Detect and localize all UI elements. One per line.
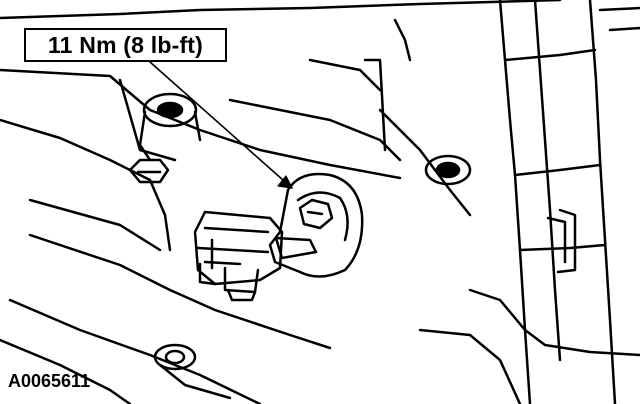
figure-reference-id: A0065611 xyxy=(8,371,91,391)
sensor-bolt xyxy=(298,198,334,230)
callout-arrowhead xyxy=(277,175,293,189)
upper-mounting-boss xyxy=(138,92,202,162)
sensor-connector xyxy=(193,210,284,302)
lower-mounting-boss xyxy=(153,343,232,400)
torque-callout: 11 Nm (8 lb-ft) xyxy=(24,28,227,62)
torque-callout-text: 11 Nm (8 lb-ft) xyxy=(47,31,204,58)
engine-block-casting xyxy=(0,0,562,404)
right-housing xyxy=(418,0,640,404)
knock-sensor xyxy=(268,172,364,278)
callout-leader-line xyxy=(149,61,293,189)
upper-left-bolt xyxy=(128,158,170,184)
right-mounting-boss xyxy=(424,154,472,186)
